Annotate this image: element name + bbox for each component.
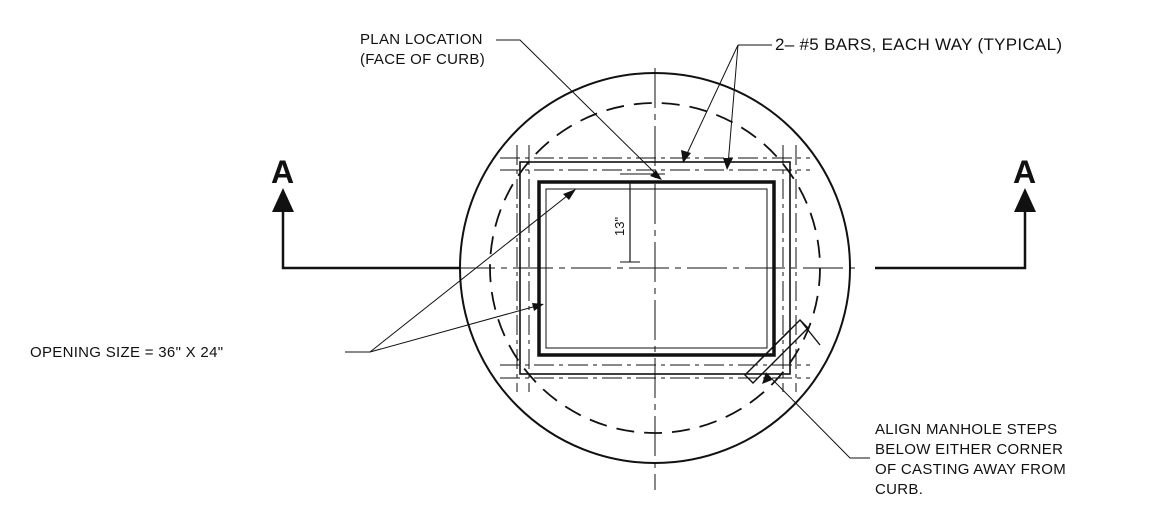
label-plan-location-1: PLAN LOCATION bbox=[360, 31, 483, 48]
opening-inner-line bbox=[545, 188, 768, 349]
label-align-4: CURB. bbox=[875, 481, 924, 498]
opening-rectangle bbox=[537, 180, 776, 357]
casting-outer-frame bbox=[519, 161, 791, 375]
section-arrow-right-icon bbox=[1014, 188, 1036, 212]
label-align-2: BELOW EITHER CORNER bbox=[875, 441, 1064, 458]
label-opening-size: OPENING SIZE = 36" x 24" bbox=[30, 344, 224, 361]
section-marker-left: A bbox=[271, 154, 295, 190]
arrow-plan-icon bbox=[650, 170, 662, 180]
leader-align-steps bbox=[767, 374, 870, 459]
leader-bars-1 bbox=[684, 44, 739, 159]
dimension-13-inch: 13" bbox=[612, 216, 627, 236]
label-align-3: OF CASTING AWAY FROM bbox=[875, 461, 1067, 478]
leader-opening-1 bbox=[369, 191, 573, 353]
arrow-opening-2-icon bbox=[532, 303, 544, 311]
label-bars: 2– #5 BARS, EACH WAY (TYPICAL) bbox=[775, 35, 1063, 54]
leader-opening-2 bbox=[369, 304, 541, 353]
manhole-step bbox=[744, 319, 821, 384]
leader-plan-location bbox=[496, 39, 661, 179]
section-marker-right: A bbox=[1013, 154, 1037, 190]
label-align-1: ALIGN MANHOLE STEPS bbox=[875, 421, 1058, 438]
section-arrow-left-icon bbox=[272, 188, 294, 212]
section-line-right bbox=[875, 210, 1027, 270]
section-line-left bbox=[281, 210, 460, 270]
arrow-step-icon bbox=[762, 372, 772, 384]
label-plan-location-2: (FACE OF CURB) bbox=[360, 51, 486, 68]
arrow-opening-1-icon bbox=[563, 189, 576, 200]
arrow-bars-1-icon bbox=[681, 150, 691, 163]
leader-bars-2 bbox=[727, 44, 739, 166]
arrow-bars-2-icon bbox=[723, 158, 733, 170]
